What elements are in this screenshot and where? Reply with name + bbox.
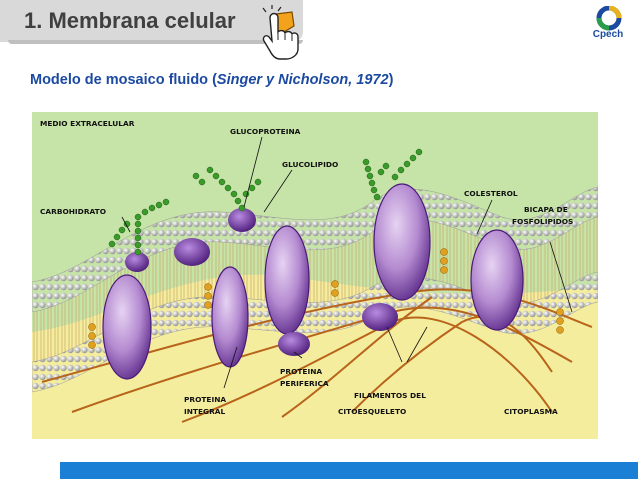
title-tab: 1. Membrana celular xyxy=(0,0,303,44)
label-proteina-periferica-1: PROTEINA xyxy=(280,367,322,376)
label-glucoproteina: GLUCOPROTEINA xyxy=(230,127,301,136)
title-tab-shadow xyxy=(8,40,303,44)
label-bicapa-2: FOSFOLIPIDOS xyxy=(512,217,573,226)
integral-protein xyxy=(264,225,310,335)
label-filamentos-1: FILAMENTOS DEL xyxy=(354,391,426,400)
peripheral-protein xyxy=(174,238,210,266)
peripheral-protein xyxy=(125,252,149,272)
peripheral-proteins xyxy=(125,208,398,356)
subtitle-suffix: ) xyxy=(388,72,394,88)
page-title: 1. Membrana celular xyxy=(24,8,236,33)
integral-protein xyxy=(211,266,249,368)
phospholipid-bilayer xyxy=(32,186,598,393)
integral-proteins xyxy=(102,183,524,380)
carbohydrate-chains xyxy=(108,148,423,256)
leader-lines xyxy=(121,136,573,389)
label-proteina-integral-2: INTEGRAL xyxy=(184,407,226,416)
label-medio-extracelular: MEDIO EXTRACELULAR xyxy=(40,119,135,128)
peripheral-protein xyxy=(362,303,398,331)
label-glucolipido: GLUCOLIPIDO xyxy=(282,160,338,169)
subtitle-authors: Singer y Nicholson, 1972 xyxy=(216,72,389,88)
subtitle: Modelo de mosaico fluido (Singer y Nicho… xyxy=(30,72,393,88)
pointing-hand-icon xyxy=(262,5,299,60)
label-proteina-integral-1: PROTEINA xyxy=(184,395,226,404)
label-bicapa-1: BICAPA DE xyxy=(524,205,568,214)
peripheral-protein xyxy=(278,332,310,356)
integral-protein xyxy=(102,274,152,380)
label-proteina-periferica-2: PERIFERICA xyxy=(280,379,329,388)
subtitle-prefix: Modelo de mosaico fluido ( xyxy=(30,72,217,88)
label-citoplasma: CITOPLASMA xyxy=(504,407,558,416)
label-filamentos-2: CITOESQUELETO xyxy=(338,407,406,416)
label-colesterol: COLESTEROL xyxy=(464,189,518,198)
diagram-labels: MEDIO EXTRACELULAR GLUCOPROTEINA GLUCOLI… xyxy=(40,119,573,416)
cpech-logo xyxy=(596,6,622,31)
integral-protein xyxy=(373,183,431,301)
integral-protein xyxy=(470,229,524,331)
cpech-logo-text: Cpech xyxy=(592,29,624,40)
membrane-diagram: MEDIO EXTRACELULAR GLUCOPROTEINA GLUCOLI… xyxy=(32,112,598,439)
label-carbohidrato: CARBOHIDRATO xyxy=(40,207,106,216)
peripheral-protein xyxy=(228,208,256,232)
cholesterol-molecules xyxy=(88,248,564,349)
bottom-accent-bar xyxy=(60,462,638,479)
